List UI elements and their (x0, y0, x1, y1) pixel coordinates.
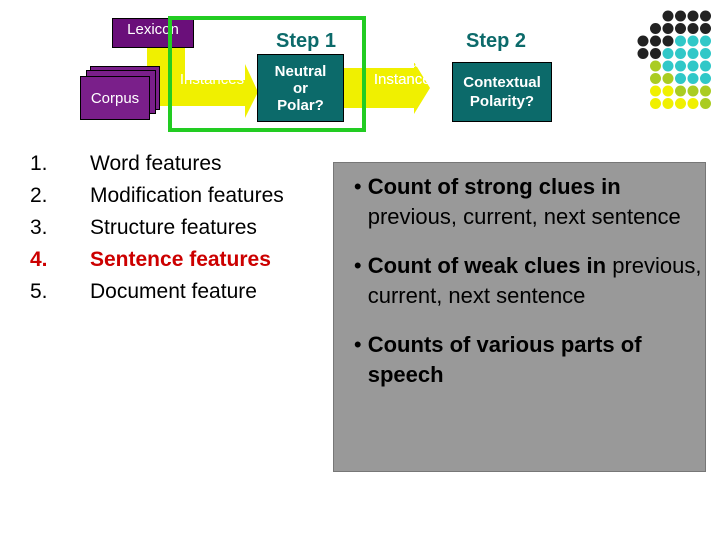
corpus-label: Corpus (90, 89, 140, 107)
decorative-dot (675, 35, 686, 47)
bullet-icon: • (353, 332, 368, 357)
all-instances-line2: Instances (179, 71, 245, 88)
decorative-dot (662, 98, 674, 109)
all-instances-label: All Instances (172, 54, 252, 88)
bullet-icon: • (353, 174, 368, 199)
decorative-dot (650, 73, 661, 84)
decorative-dot (675, 73, 686, 84)
corpus-box: Corpus (80, 76, 150, 120)
feature-item-highlighted: 4. Sentence features (30, 244, 284, 276)
feature-label: Document feature (90, 280, 257, 303)
decorative-dot (675, 48, 686, 59)
decorative-dot (637, 48, 649, 59)
decorative-dot (650, 48, 661, 59)
decorative-dot (687, 98, 699, 109)
detail-lead: Count of weak clues in (367, 253, 607, 278)
detail-bullet: • Count of weak clues in previous, curre… (335, 251, 705, 311)
detail-rest: previous, current, next sentence (367, 253, 702, 308)
detail-lead: Count of strong clues in (367, 174, 621, 199)
feature-number: 3. (30, 216, 48, 239)
feature-number: 1. (30, 152, 48, 175)
contextual-line2: Polarity? (469, 93, 535, 110)
feature-number: 5. (30, 280, 48, 303)
decorative-dot (700, 48, 711, 59)
decorative-dot (662, 35, 674, 47)
decorative-dot (687, 35, 699, 47)
decorative-dot (675, 10, 686, 22)
decorative-dot (675, 85, 686, 97)
neutral-line2: or (293, 79, 308, 97)
decorative-dot (687, 73, 699, 84)
feature-label: Modification features (90, 184, 284, 207)
polar-instances-line2: Instances (373, 71, 439, 88)
decorative-dot (700, 60, 711, 72)
decorative-dot (687, 60, 699, 72)
decorative-dot (687, 10, 699, 22)
detail-bullet: • Counts of various parts of speech (335, 330, 705, 390)
feature-list: 1. Word features 2. Modification feature… (30, 148, 284, 308)
feature-label: Sentence features (90, 248, 271, 271)
step1-label: Step 1 (276, 30, 337, 52)
detail-rest: previous, current, next sentence (367, 204, 681, 229)
lexicon-label: Lexicon (127, 21, 179, 38)
decorative-dot (662, 23, 674, 34)
decorative-dot (675, 60, 686, 72)
contextual-line1: Contextual (463, 74, 541, 91)
decorative-dot (675, 23, 686, 34)
decorative-dot (650, 85, 661, 97)
decorative-dot (675, 98, 686, 109)
decorative-dot (662, 85, 674, 97)
decorative-dot (687, 48, 699, 59)
decorative-dot (662, 60, 674, 72)
decorative-dot (687, 23, 699, 34)
decorative-dot (650, 23, 661, 34)
decorative-dot (662, 48, 674, 59)
detail-lead: Counts of various parts of speech (367, 332, 642, 387)
decorative-dot (700, 10, 711, 22)
decorative-dot (700, 35, 711, 47)
neutral-line3: Polar? (277, 96, 324, 114)
feature-number: 2. (30, 184, 48, 207)
feature-number: 4. (30, 248, 48, 271)
decorative-dot (700, 23, 711, 34)
neutral-or-polar-box: Neutral or Polar? (257, 54, 344, 122)
step1-highlight-box (168, 16, 366, 132)
decorative-dot (700, 85, 711, 97)
decorative-dot (662, 10, 674, 22)
sentence-features-list: • Count of strong clues in previous, cur… (335, 172, 705, 409)
polar-instances-label: Polar Instances (368, 54, 444, 88)
contextual-polarity-box: Contextual Polarity? (452, 62, 552, 122)
feature-label: Word features (90, 152, 222, 175)
decorative-dot (687, 85, 699, 97)
decorative-dot (637, 35, 649, 47)
lexicon-box: Lexicon (112, 18, 194, 48)
detail-bullet: • Count of strong clues in previous, cur… (335, 172, 705, 232)
feature-item: 5. Document feature (30, 276, 284, 308)
neutral-line1: Neutral (274, 62, 327, 80)
feature-item: 2. Modification features (30, 180, 284, 212)
decorative-dot (650, 35, 661, 47)
decorative-dot-grid (637, 10, 711, 109)
bullet-icon: • (353, 253, 368, 278)
feature-item: 3. Structure features (30, 212, 284, 244)
step2-label: Step 2 (466, 30, 527, 52)
instances-arrow (147, 48, 258, 118)
feature-label: Structure features (90, 216, 257, 239)
all-instances-line1: All (203, 54, 221, 71)
decorative-dot (650, 60, 661, 72)
feature-item: 1. Word features (30, 148, 284, 180)
sentence-features-panel (333, 162, 706, 472)
polar-instances-line1: Polar (388, 54, 424, 71)
decorative-dot (700, 73, 711, 84)
decorative-dot (650, 98, 661, 109)
decorative-dot (700, 98, 711, 109)
decorative-dot (662, 73, 674, 84)
